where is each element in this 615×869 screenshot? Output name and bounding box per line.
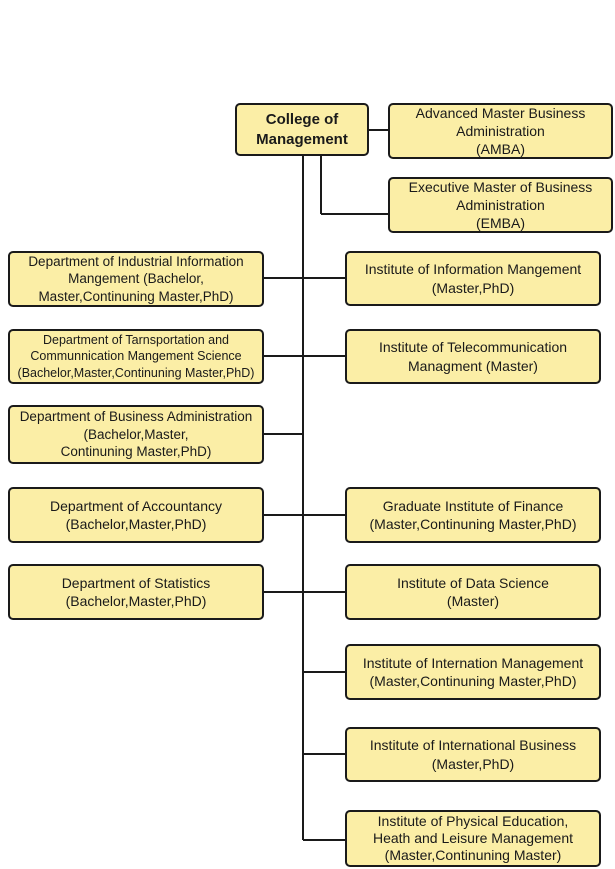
inst-data-science-box: Institute of Data Science (Master) [345, 564, 601, 620]
dept-transportation-box: Department of Tarnsportation and Communn… [8, 329, 264, 384]
inst-telecommunication-box: Institute of Telecommunication Managment… [345, 329, 601, 384]
inst-internation-management-box: Institute of Internation Management (Mas… [345, 644, 601, 700]
emba-box: Executive Master of Business Administrat… [388, 177, 613, 233]
dept-accountancy-box: Department of Accountancy (Bachelor,Mast… [8, 487, 264, 543]
inst-information-box: Institute of Information Mangement (Mast… [345, 251, 601, 306]
college-of-management-box: College of Management [235, 103, 369, 156]
amba-box: Advanced Master Business Administration … [388, 103, 613, 159]
dept-industrial-information-box: Department of Industrial Information Man… [8, 251, 264, 307]
inst-international-business-box: Institute of International Business (Mas… [345, 727, 601, 782]
inst-physical-education-box: Institute of Physical Education, Heath a… [345, 810, 601, 867]
dept-business-administration-box: Department of Business Administration (B… [8, 405, 264, 464]
inst-finance-box: Graduate Institute of Finance (Master,Co… [345, 487, 601, 543]
dept-statistics-box: Department of Statistics (Bachelor,Maste… [8, 564, 264, 620]
